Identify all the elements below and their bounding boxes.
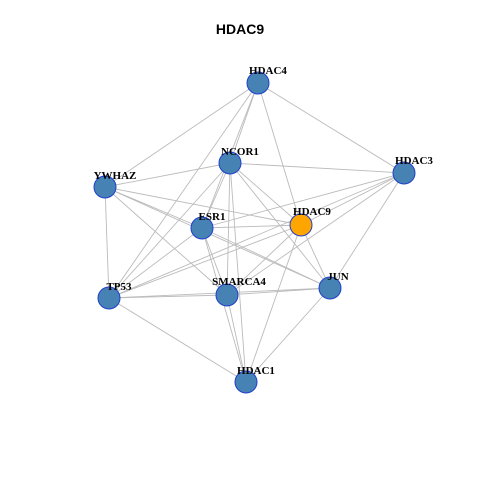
edge-hdac3-esr1 [201,172,405,229]
node-hdac1 [234,370,258,394]
edge-ncor1-hdac9 [229,162,302,226]
edge-esr1-tp53 [108,227,203,299]
node-ncor1 [218,151,242,175]
edge-ncor1-ywhaz [104,162,231,188]
edge-hdac3-hdac9 [300,172,405,226]
node-label-hdac4: HDAC4 [249,65,287,77]
edge-hdac9-tp53 [108,224,302,299]
node-hdac9 [289,213,313,237]
edge-hdac4-tp53 [108,82,259,299]
edge-ncor1-tp53 [108,162,231,299]
node-label-hdac1: HDAC1 [237,365,275,377]
edge-ywhaz-tp53 [104,186,110,299]
node-label-ncor1: NCOR1 [221,146,259,158]
edge-ywhaz-hdac9 [104,186,302,226]
edge-ncor1-hdac3 [229,162,405,174]
edge-hdac4-hdac3 [257,82,405,174]
edge-ncor1-smarca4 [226,162,231,296]
edge-smarca4-hdac1 [226,294,247,383]
edge-hdac4-ncor1 [229,82,259,164]
node-esr1 [190,216,214,240]
edge-ywhaz-smarca4 [104,186,228,296]
node-hdac3 [392,161,416,185]
node-label-hdac3: HDAC3 [395,155,433,167]
edge-hdac4-ywhaz [104,82,259,188]
edge-ncor1-esr1 [201,162,231,229]
node-label-smarca4: SMARCA4 [212,276,266,288]
edge-hdac3-tp53 [108,172,405,299]
node-label-tp53: TP53 [106,281,132,293]
edge-smarca4-jun [226,287,331,296]
node-smarca4 [215,283,239,307]
node-ywhaz [93,175,117,199]
node-hdac4 [246,71,270,95]
node-label-hdac9: HDAC9 [293,206,331,218]
edge-hdac9-hdac1 [245,224,302,383]
node-jun [318,276,342,300]
node-label-jun: JUN [327,271,348,283]
edges-layer [104,82,405,383]
edge-esr1-smarca4 [201,227,228,296]
graph-title: HDAC9 [215,21,265,37]
node-tp53 [97,286,121,310]
edge-ywhaz-jun [104,186,331,289]
edge-esr1-hdac9 [201,224,302,229]
edge-hdac9-jun [300,224,331,289]
nodes-layer [93,71,416,394]
edge-hdac3-jun [329,172,405,289]
edge-hdac4-hdac9 [257,82,302,226]
edge-jun-hdac1 [245,287,331,383]
node-label-ywhaz: YWHAZ [94,170,137,182]
edge-ncor1-hdac1 [229,162,247,383]
edge-tp53-hdac1 [108,297,247,383]
edge-hdac9-smarca4 [226,224,302,296]
node-label-esr1: ESR1 [199,211,226,223]
edge-hdac3-smarca4 [226,172,405,296]
